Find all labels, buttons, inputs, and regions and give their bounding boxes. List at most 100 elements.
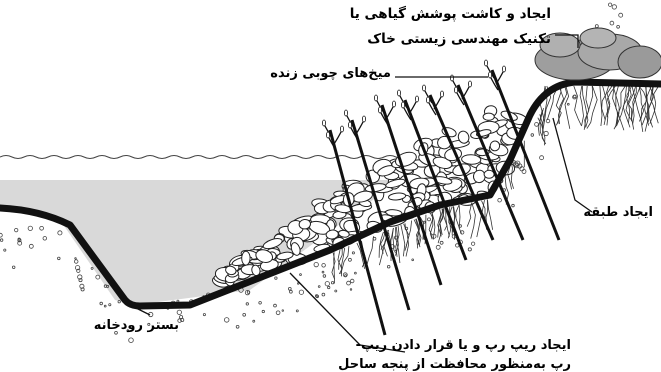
soil-speck: [546, 119, 550, 123]
soil-speck: [109, 304, 111, 306]
soil-speck: [299, 290, 303, 294]
soil-speck: [29, 244, 33, 248]
riverbed-label: بستر رودخانه: [94, 318, 179, 334]
soil-speck: [288, 287, 291, 290]
soil-speck: [290, 290, 293, 293]
stake-bud: [362, 116, 365, 122]
soil-speck: [262, 310, 264, 312]
soil-speck: [345, 275, 347, 277]
soil-speck: [335, 290, 337, 292]
soil-speck: [236, 325, 239, 328]
soil-speck: [323, 275, 326, 278]
soil-speck: [224, 318, 229, 323]
soil-speck: [540, 156, 544, 160]
stake-bud: [326, 132, 329, 138]
soil-speck: [58, 231, 62, 235]
soil-speck: [300, 274, 302, 276]
stake-bud: [440, 91, 443, 97]
soil-speck: [322, 264, 326, 268]
stake-twig: [409, 100, 417, 114]
soil-speck: [259, 302, 262, 305]
soil-speck: [40, 226, 44, 230]
soil-speck: [328, 286, 330, 288]
stake-bud: [401, 102, 404, 108]
soil-speck: [0, 239, 3, 242]
root: [401, 225, 405, 256]
soil-speck: [531, 134, 534, 137]
vegetation-label-line1: ایجاد و کاشت پوشش گیاهی یا: [350, 6, 551, 23]
soil-speck: [512, 204, 515, 207]
stake-twig: [334, 130, 342, 144]
soil-speck: [468, 248, 471, 251]
soil-speck: [347, 281, 351, 285]
stake-bud: [348, 122, 351, 128]
stake-bud: [322, 120, 325, 126]
soil-speck: [315, 295, 318, 298]
stake-twig: [386, 105, 394, 119]
soil-speck: [567, 103, 569, 105]
soil-speck: [43, 237, 47, 241]
soil-speck: [15, 228, 18, 231]
water-surface-line: [0, 156, 408, 159]
layer-label: ایجاد طبقه: [583, 205, 653, 221]
vegetation-label-line2: تکنیک مهندسی زیستی خاک: [367, 31, 551, 48]
stake-bud: [426, 97, 429, 103]
riprap-label-line1: ایجاد ریپ رپ و یا قرار دادن ریپ-: [356, 338, 571, 354]
root: [650, 86, 659, 124]
root: [488, 200, 493, 230]
soil-speck: [350, 289, 352, 291]
stake-twig: [434, 95, 442, 109]
root: [565, 86, 570, 129]
soil-speck: [612, 5, 616, 9]
soil-speck: [274, 304, 277, 307]
soil-speck: [322, 293, 325, 296]
soil-speck: [28, 226, 32, 230]
stake-bud: [454, 87, 457, 93]
soil-speck: [617, 25, 620, 28]
stake-bud: [374, 95, 377, 101]
soil-speck: [243, 313, 246, 316]
soil-speck: [74, 260, 78, 264]
soil-speck: [314, 262, 318, 266]
soil-speck: [12, 266, 15, 269]
soil-speck: [296, 310, 298, 312]
stake-bud: [415, 96, 418, 102]
stake-bud: [422, 85, 425, 91]
root: [574, 86, 582, 126]
stake-bud: [397, 90, 400, 96]
soil-speck: [619, 13, 623, 17]
soil-speck: [177, 310, 181, 314]
stake-bud: [378, 107, 381, 113]
stone: [484, 170, 494, 178]
stake-bud: [392, 101, 395, 107]
soil-speck: [246, 303, 248, 305]
stake-bud: [340, 126, 343, 132]
soil-speck: [325, 282, 329, 286]
soil-speck: [436, 245, 440, 249]
soil-speck: [355, 272, 357, 274]
riprap-label-line2: رپ به‌منظور محافظت از پنجه ساحل: [338, 357, 571, 372]
soil-speck: [322, 271, 324, 273]
soil-speck: [350, 279, 354, 283]
root: [467, 203, 472, 227]
soil-speck: [203, 314, 205, 316]
soil-speck: [4, 249, 6, 251]
soil-speck: [0, 233, 2, 237]
stake-bud: [502, 66, 505, 72]
soil-speck: [412, 259, 414, 261]
soil-speck: [58, 257, 61, 260]
stone: [483, 113, 494, 120]
soil-speck: [352, 252, 354, 254]
stake-bud: [488, 72, 491, 78]
soil-speck: [276, 311, 280, 315]
soil-speck: [75, 258, 77, 260]
root: [459, 205, 461, 233]
soil-speck: [608, 3, 611, 6]
soil-speck: [96, 275, 100, 279]
root: [587, 86, 597, 129]
soil-speck: [282, 310, 284, 312]
root: [471, 203, 476, 239]
soil-speck: [498, 198, 502, 202]
soil-speck: [595, 25, 598, 28]
